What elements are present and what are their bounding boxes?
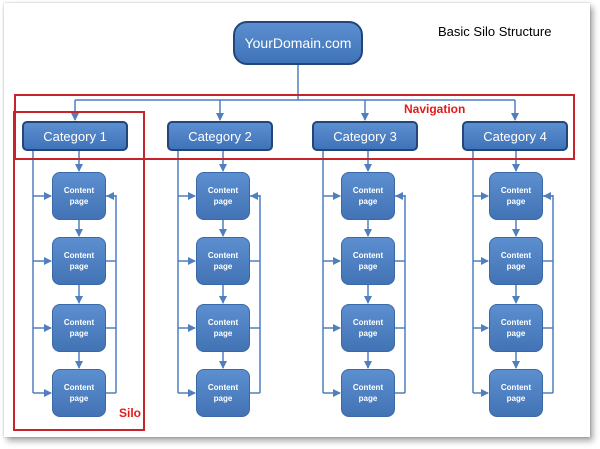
content-page-label: Content page [63, 251, 95, 271]
navigation-highlight-box [14, 94, 575, 160]
content-page-label: Content page [352, 251, 384, 271]
content-page-node: Content page [196, 304, 250, 352]
content-page-label: Content page [500, 186, 532, 206]
content-page-label: Content page [500, 383, 532, 403]
category-node-1: Category 1 [22, 121, 128, 151]
silo-label: Silo [119, 406, 142, 420]
content-page-label: Content page [500, 251, 532, 271]
content-page-node: Content page [341, 304, 395, 352]
content-page-node: Content page [341, 237, 395, 285]
diagram-frame [4, 3, 590, 437]
content-page-label: Content page [207, 318, 239, 338]
silo-highlight-box [13, 111, 145, 431]
category-label: Category 2 [188, 128, 252, 144]
category-label: Category 1 [43, 128, 107, 144]
content-page-label: Content page [352, 383, 384, 403]
content-page-node: Content page [341, 369, 395, 417]
content-page-label: Content page [207, 251, 239, 271]
content-page-node: Content page [196, 172, 250, 220]
content-page-node: Content page [341, 172, 395, 220]
content-page-node: Content page [489, 304, 543, 352]
content-page-label: Content page [207, 383, 239, 403]
content-page-label: Content page [500, 318, 532, 338]
diagram-title: Basic Silo Structure [438, 24, 552, 39]
content-page-label: Content page [207, 186, 239, 206]
category-label: Category 4 [483, 128, 547, 144]
content-page-node: Content page [52, 369, 106, 417]
content-page-node: Content page [52, 172, 106, 220]
content-page-label: Content page [352, 186, 384, 206]
root-node-label: YourDomain.com [244, 35, 352, 51]
category-node-3: Category 3 [312, 121, 418, 151]
category-node-4: Category 4 [462, 121, 568, 151]
content-page-label: Content page [63, 318, 95, 338]
content-page-node: Content page [52, 237, 106, 285]
content-page-node: Content page [52, 304, 106, 352]
navigation-label: Navigation [404, 102, 466, 116]
content-page-node: Content page [196, 237, 250, 285]
content-page-node: Content page [489, 172, 543, 220]
content-page-node: Content page [489, 369, 543, 417]
category-node-2: Category 2 [167, 121, 273, 151]
content-page-node: Content page [489, 237, 543, 285]
category-label: Category 3 [333, 128, 397, 144]
content-page-label: Content page [63, 186, 95, 206]
content-page-node: Content page [196, 369, 250, 417]
root-node: YourDomain.com [233, 21, 363, 65]
content-page-label: Content page [63, 383, 95, 403]
content-page-label: Content page [352, 318, 384, 338]
